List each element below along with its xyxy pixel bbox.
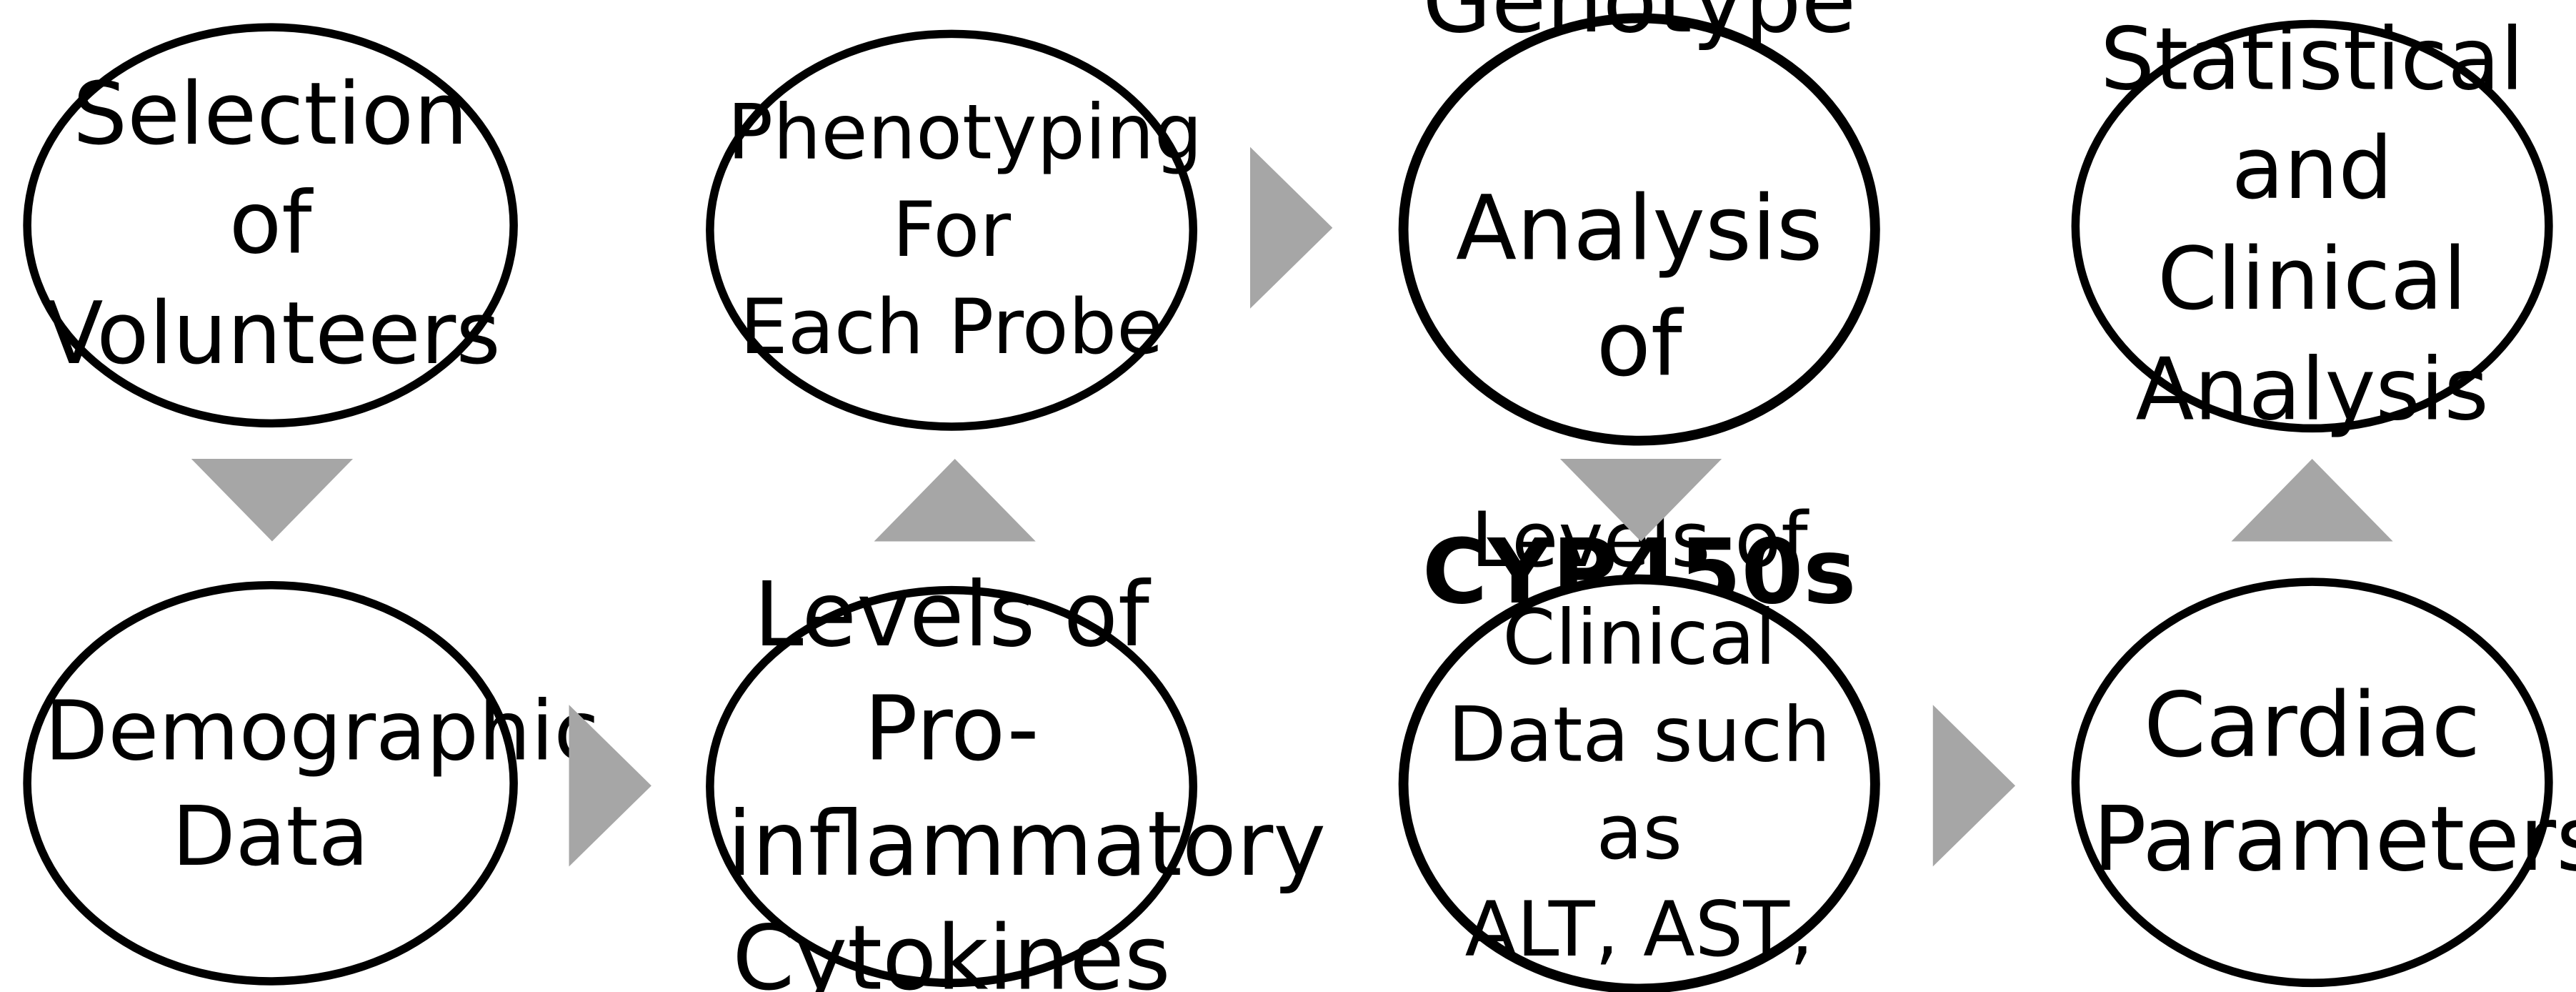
arrow-cardiac-to-statistical [2231,459,2393,542]
arrow-volunteers-to-demographic [191,459,354,542]
arrow-demographic-to-cytokines [569,705,652,867]
node-cardiac-parameters[interactable]: Cardiac Parameters [2071,577,2576,988]
node-genotype-analysis-of-cyp450s[interactable]: Genotype Analysis of CYP450s [1398,0,1880,623]
node-levels-of-clinical-data[interactable]: Levels of Clinical Data such as ALT, AST… [1398,496,1880,992]
node-phenotyping-for-each-probe[interactable]: Phenotyping For Each Probe [706,29,1203,431]
node-label: Demographic Data [44,682,599,884]
node-label: Phenotyping For Each Probe [727,87,1203,372]
node-label: Levels of Clinical Data such as ALT, AST… [1447,495,1831,992]
arrow-phenotyping-to-genotype [1249,147,1333,309]
node-selection-of-volunteers[interactable]: Selection of Volunteers [23,23,518,428]
node-label: Levels of Pro- inflammatory Cytokines [727,563,1327,992]
arrow-cytokines-to-phenotyping [874,459,1036,542]
node-levels-of-pro-inflammatory-cytokines[interactable]: Levels of Pro- inflammatory Cytokines [706,563,1326,992]
node-label: Cardiac Parameters [2092,673,2576,892]
node-statistical-and-clinical-analysis[interactable]: Statistical and Clinical Analysis [2071,11,2553,440]
node-label: Selection of Volunteers [44,65,501,385]
node-label: Statistical and Clinical Analysis [2100,11,2525,440]
arrow-clinical-data-to-cardiac [1932,705,2016,867]
node-label-line2: Analysis of [1455,177,1823,396]
arrow-genotype-to-clinical-data [1559,459,1722,542]
node-label-line1: Genotype [1422,0,1857,54]
node-demographic-data[interactable]: Demographic Data [23,580,599,986]
